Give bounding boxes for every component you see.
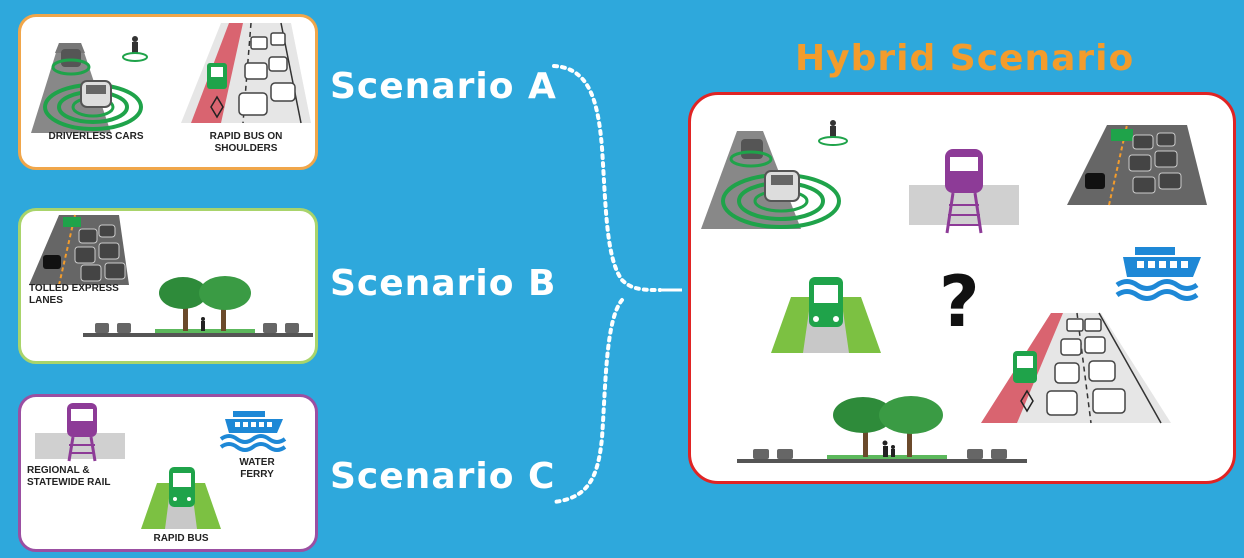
rapid-bus-on-shoulders-icon	[181, 22, 311, 124]
dotted-brace-connector	[552, 64, 682, 504]
tolled-express-lanes-icon	[29, 214, 129, 286]
scenario-c-label: Scenario C	[330, 456, 556, 497]
tolled-express-lanes-label: TOLLED EXPRESS LANES	[29, 283, 119, 306]
rapid-bus-on-shoulders-icon	[981, 312, 1171, 424]
rapid-bus-label: RAPID BUS	[153, 533, 209, 544]
rapid-bus-icon	[771, 277, 881, 353]
water-ferry-icon	[219, 411, 287, 452]
scenario-b-label: Scenario B	[330, 263, 557, 304]
water-ferry-label: WATER FERRY	[239, 457, 275, 480]
hybrid-scenario-title: Hybrid Scenario	[795, 38, 1135, 79]
regional-rail-label: REGIONAL & STATEWIDE RAIL	[27, 465, 111, 488]
scenario-b-panel: TOLLED EXPRESS LANES	[18, 208, 318, 364]
park-trees-icon	[83, 276, 313, 337]
scenario-a-label: Scenario A	[330, 66, 557, 107]
scenario-c-panel: REGIONAL & STATEWIDE RAIL RAPID BUS WATE…	[18, 394, 318, 552]
regional-rail-icon	[35, 403, 125, 462]
hybrid-scenario-panel: ?	[688, 92, 1236, 484]
tolled-express-lanes-icon	[1067, 124, 1207, 206]
driverless-cars-label: DRIVERLESS CARS	[48, 131, 144, 142]
scenario-a-panel: DRIVERLESS CARS RAPID BUS ON SHOULDERS	[18, 14, 318, 170]
water-ferry-icon	[1115, 247, 1201, 301]
rapid-bus-on-shoulders-label: RAPID BUS ON SHOULDERS	[209, 131, 283, 154]
question-mark: ?	[939, 261, 980, 343]
rapid-bus-icon	[141, 467, 221, 529]
park-trees-icon	[737, 396, 1027, 463]
regional-rail-icon	[909, 149, 1019, 234]
driverless-cars-icon	[31, 36, 148, 133]
driverless-cars-icon	[701, 120, 848, 229]
